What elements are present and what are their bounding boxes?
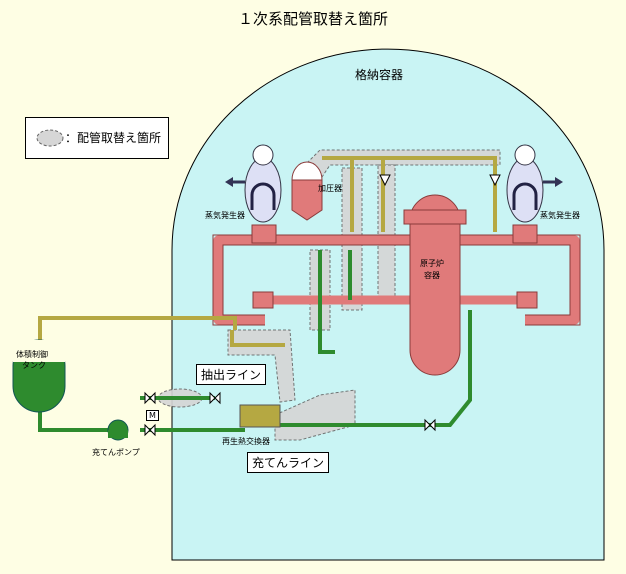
reactor-vessel: [403, 194, 467, 376]
legend-text: ：配管取替え箇所: [65, 131, 162, 145]
volume-control-tank: [12, 339, 66, 413]
charging-pump-shape: [107, 419, 129, 441]
vct-label-1: 体積制御: [16, 350, 48, 359]
pressurizer: [291, 161, 323, 221]
reactor-label-1: 原子炉: [420, 259, 444, 268]
sg-left-label: 蒸気発生器: [205, 211, 245, 220]
legend-box: [25, 117, 169, 159]
charging-line-label: 充てんライン: [247, 452, 330, 473]
valves: [144, 174, 501, 437]
steam-generator-right: [506, 144, 563, 244]
vct-label-2: タンク: [22, 361, 46, 370]
reactor-label-2: 容器: [424, 271, 440, 280]
rcp-left: [252, 291, 274, 309]
containment-vessel: [171, 48, 605, 561]
legend-swatch: [36, 129, 64, 147]
rcp-right: [516, 291, 538, 309]
replacement-areas: [157, 149, 501, 441]
extraction-line-label: 抽出ライン: [196, 364, 267, 385]
pressurizer-label: 加圧器: [318, 184, 342, 193]
regen-hx-label: 再生熱交換器: [222, 437, 270, 446]
steam-generator-left: [225, 144, 282, 244]
charging-pump-label: 充てんポンプ: [92, 448, 140, 457]
regen-hx-shape: [239, 404, 281, 428]
page-title: １次系配管取替え箇所: [237, 10, 388, 28]
olive-pipes: [38, 156, 497, 347]
motor-label: M: [146, 410, 159, 421]
sg-right-label: 蒸気発生器: [540, 211, 580, 220]
containment-label: 格納容器: [355, 68, 404, 82]
